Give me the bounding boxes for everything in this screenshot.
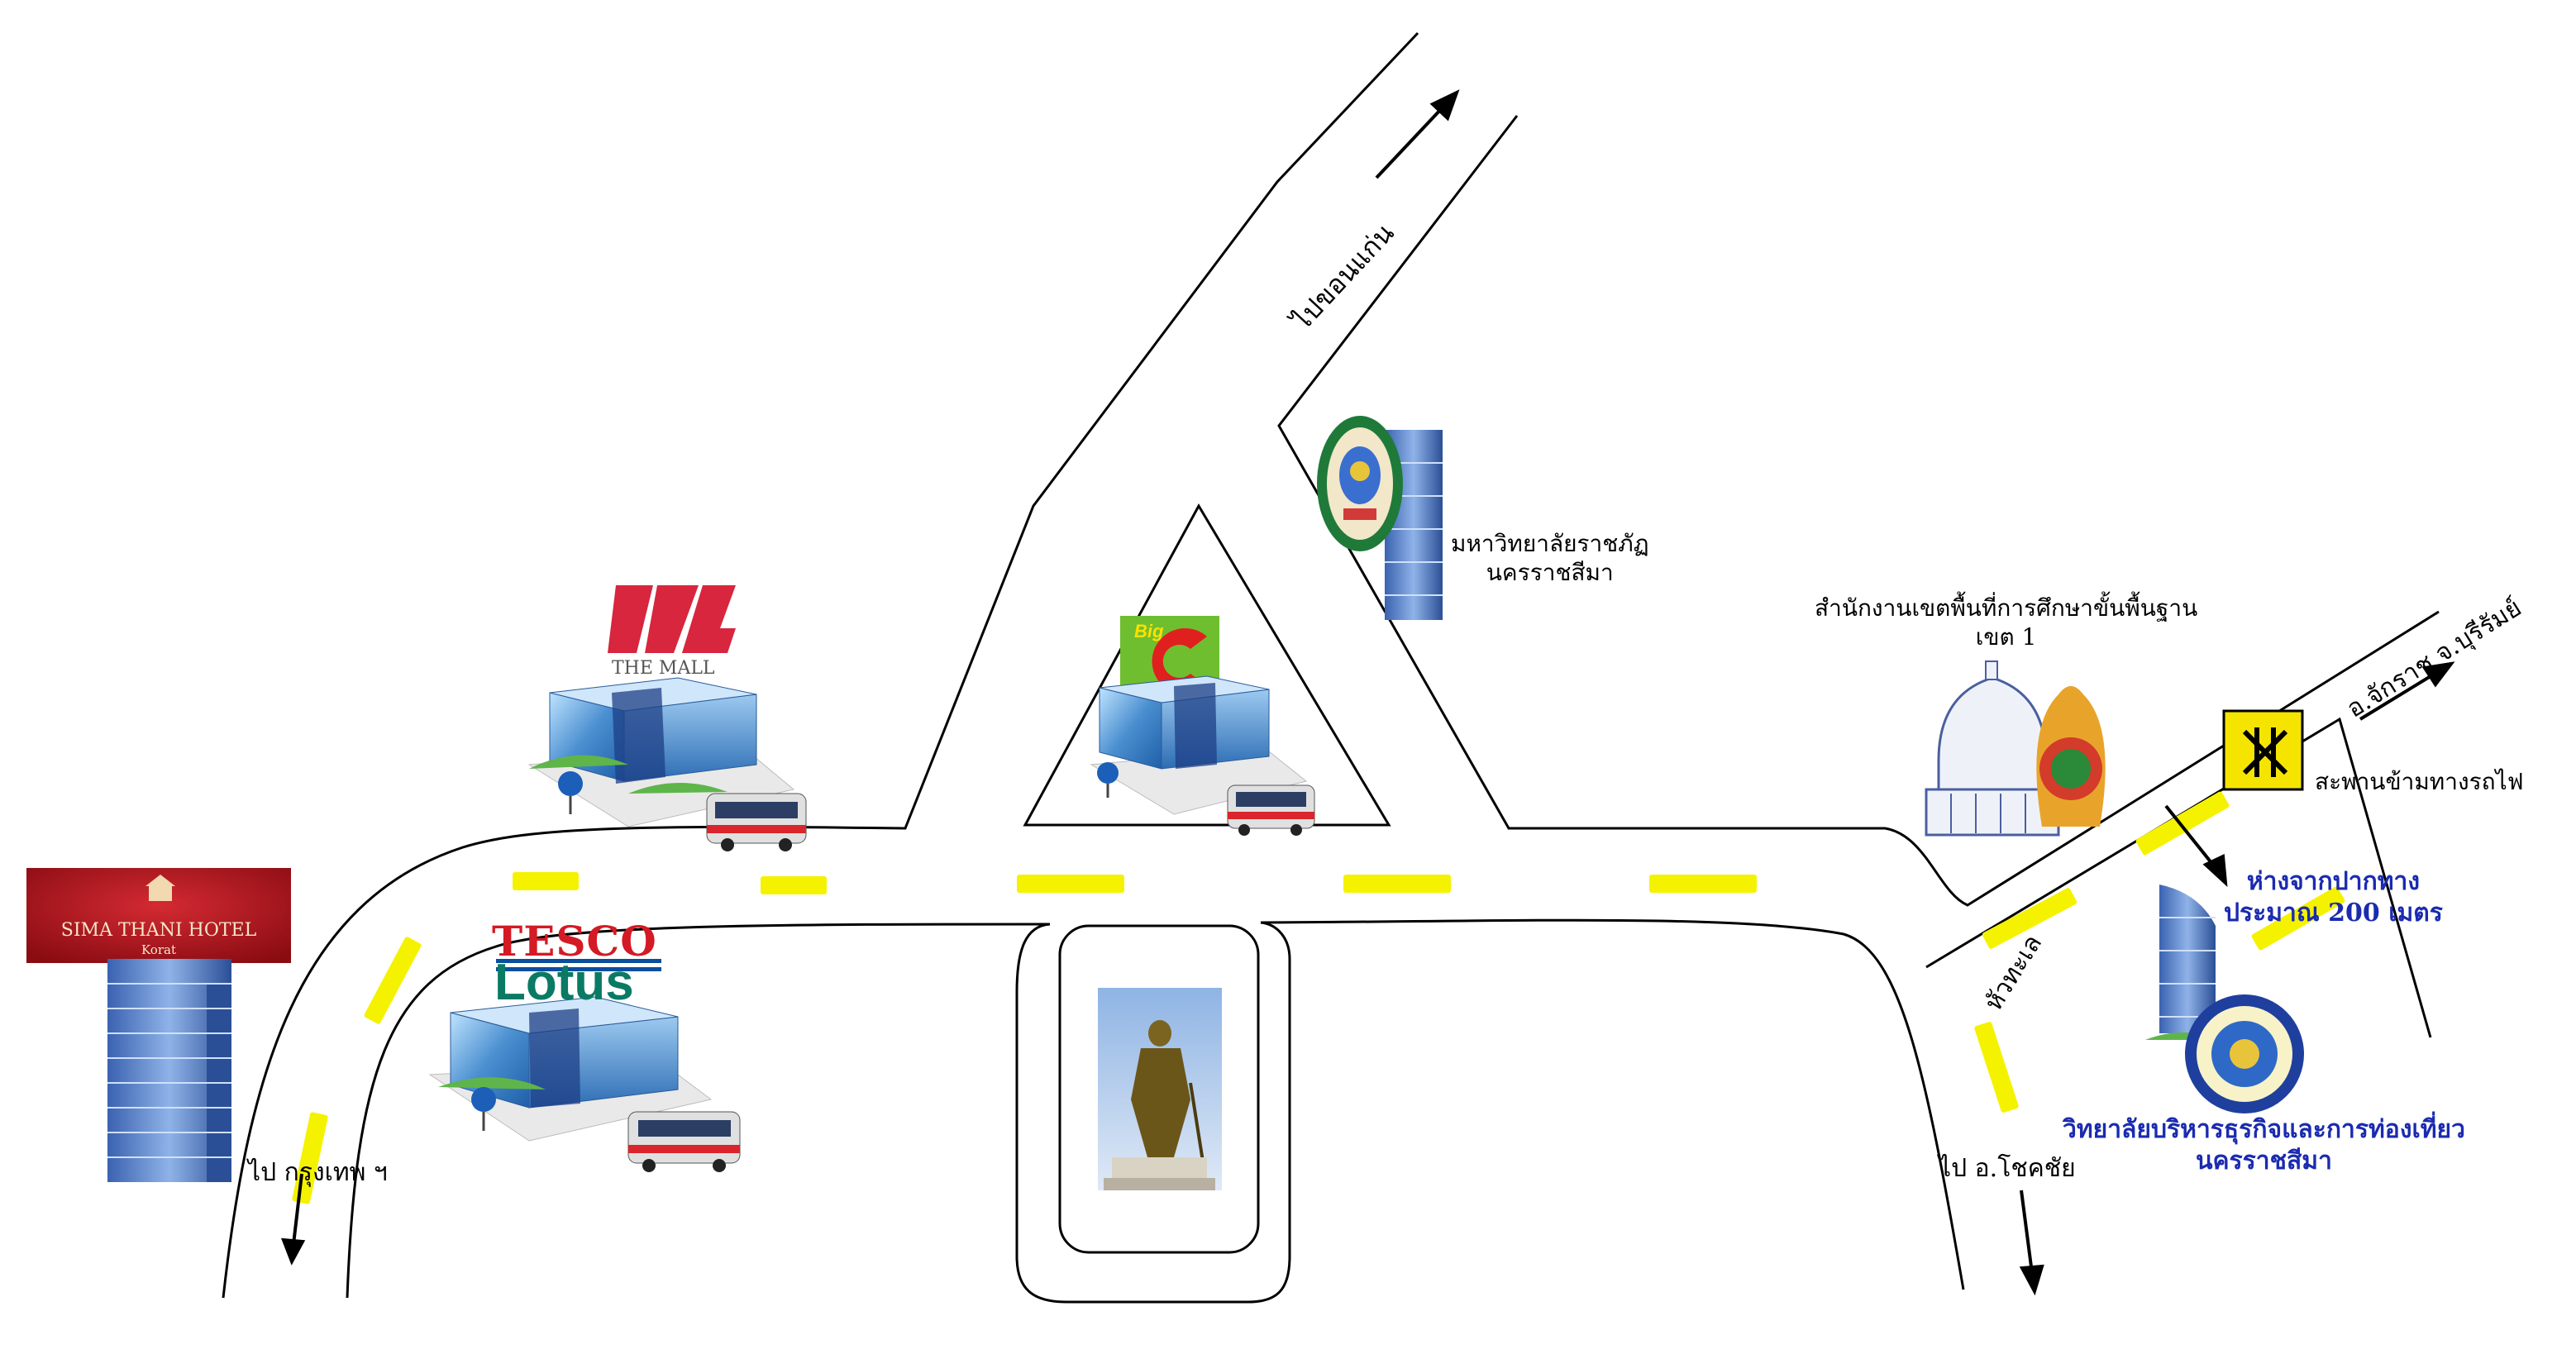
direction-arrows xyxy=(280,89,2455,1296)
label-to-bangkok: ไป กรุงเทพ ฯ xyxy=(248,1158,388,1187)
label-rail-bridge: สะพานข้ามทางรถไฟ xyxy=(2315,768,2524,795)
rajabhat-name-line2: นครราชสีมา xyxy=(1486,559,1614,586)
hotel-logo-text: SIMA THANI HOTEL Korat xyxy=(26,919,291,957)
label-rajabhat: มหาวิทยาลัยราชภัฏ นครราชสีมา xyxy=(1451,529,1649,587)
college-line2: นครราชสีมา xyxy=(2195,1146,2332,1175)
lotus-logo-text: Lotus xyxy=(494,954,634,1011)
college-seal-icon xyxy=(2185,994,2304,1113)
education-office-seal-icon xyxy=(2036,686,2106,827)
the-mall-logo-icon xyxy=(608,585,736,653)
lane-stripes xyxy=(292,791,2345,1204)
rajabhat-seal-icon xyxy=(1317,416,1403,551)
railway-crossing-sign-icon xyxy=(2222,709,2304,791)
rajabhat-name-line1: มหาวิทยาลัยราชภัฏ xyxy=(1451,530,1649,557)
label-business-college: วิทยาลัยบริหารธุรกิจและการท่องเที่ยว นคร… xyxy=(2063,1114,2465,1176)
tesco-stripes-icon xyxy=(496,959,661,971)
tesco-logo-text: TESCO xyxy=(492,917,657,966)
tesco-lotus-building xyxy=(428,959,741,1172)
hotel-sima-thani xyxy=(26,868,291,1182)
the-mall-building xyxy=(527,585,807,851)
monument-statue xyxy=(1098,988,1222,1190)
bus-icon xyxy=(1227,784,1315,836)
pedestrian-sign-icon xyxy=(558,771,583,814)
the-mall-logo-text: THE MALL xyxy=(612,658,715,679)
bus-icon xyxy=(627,1111,741,1172)
education-office-line1: สำนักงานเขตพื้นที่การศึกษาขั้นพื้นฐาน xyxy=(1815,594,2198,622)
pedestrian-sign-icon xyxy=(1097,762,1119,798)
big-c-building xyxy=(1090,616,1315,836)
business-college xyxy=(2145,885,2304,1113)
label-distance: ห่างจากปากทาง ประมาณ 200 เมตร xyxy=(2224,866,2443,928)
rajabhat-university xyxy=(1317,416,1443,620)
big-c-big-text: Big xyxy=(1134,621,1164,641)
hotel-name: SIMA THANI HOTEL xyxy=(60,920,257,941)
college-line1: วิทยาลัยบริหารธุรกิจและการท่องเที่ยว xyxy=(2063,1115,2465,1144)
distance-line2: ประมาณ 200 เมตร xyxy=(2224,898,2443,927)
pedestrian-sign-icon xyxy=(471,1087,496,1131)
big-c-c-text: C xyxy=(1174,624,1175,625)
education-office-line2: เขต 1 xyxy=(1975,623,2037,651)
education-office xyxy=(1925,660,2106,837)
label-education-office: สำนักงานเขตพื้นที่การศึกษาขั้นพื้นฐาน เข… xyxy=(1815,594,2197,651)
hotel-city: Korat xyxy=(141,942,176,957)
bus-icon xyxy=(706,793,807,851)
distance-line1: ห่างจากปากทาง xyxy=(2246,867,2421,896)
label-to-chokchai: ไป อ.โชคชัย xyxy=(1939,1154,2076,1183)
hotel-emblem-icon xyxy=(145,875,175,901)
